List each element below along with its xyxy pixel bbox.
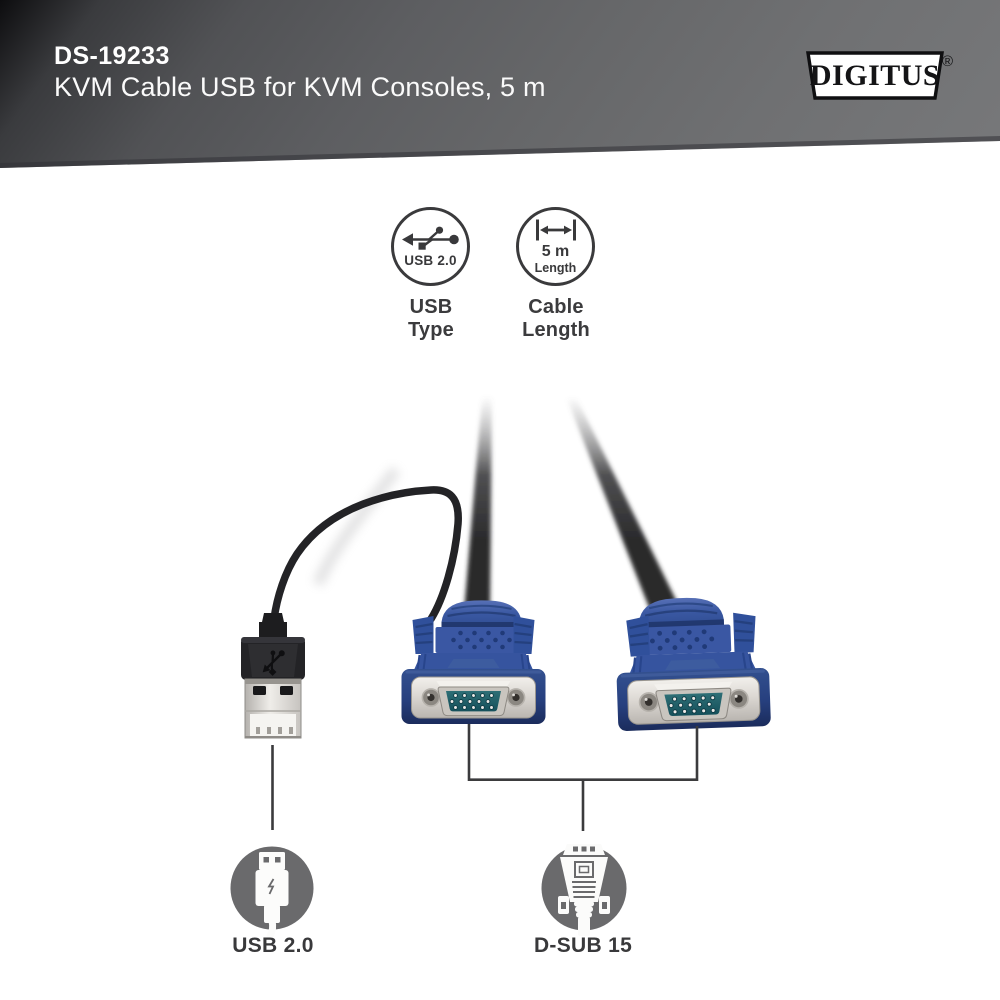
product-code: DS-19233 xyxy=(54,42,170,70)
usb-callout-label: USB 2.0 xyxy=(232,934,314,957)
strain-relief xyxy=(259,613,287,639)
usb-badge-caption: USB 2.0 xyxy=(404,252,457,268)
length-arrows-icon xyxy=(535,219,576,240)
screw-hole-left xyxy=(421,688,441,707)
embossed-usb-trident xyxy=(262,650,285,676)
callout-bracket-vga xyxy=(467,724,699,781)
hood-dimples xyxy=(451,630,512,650)
hood xyxy=(632,597,732,656)
logo-frame xyxy=(806,51,944,100)
registered-mark: ® xyxy=(942,53,953,70)
product-title: KVM Cable USB for KVM Consoles, 5 m xyxy=(54,72,546,102)
usb-plug-icon xyxy=(255,852,289,940)
logo-text: DIGITUS xyxy=(810,59,940,92)
length-badge-caption: Length xyxy=(534,260,577,275)
dsub15-rear-icon xyxy=(558,844,610,936)
usb-type-badge: USB 2.0 xyxy=(391,207,470,286)
usb-type-label: USB Type xyxy=(408,296,454,341)
vga-connector-right xyxy=(616,597,771,731)
cable-length-badge: 5 m Length xyxy=(516,207,595,286)
vga-connector-left xyxy=(401,600,546,724)
cable-shadow xyxy=(312,466,401,587)
vga-cable-left xyxy=(464,397,492,612)
dsub-callout-label: D-SUB 15 xyxy=(533,934,633,957)
usb-connector xyxy=(241,613,305,739)
hood xyxy=(435,600,528,653)
screw-hole-right xyxy=(506,688,526,707)
usb-trident-icon xyxy=(401,226,459,250)
vga-cable-right xyxy=(567,399,678,610)
cable-length-label: Cable Length xyxy=(522,296,590,341)
length-badge-value: 5 m xyxy=(541,242,570,260)
dsub-pins xyxy=(449,693,494,710)
dsub-insert xyxy=(446,691,501,712)
digitus-logo: DIGITUS ® xyxy=(806,51,953,100)
usb-lead-cable xyxy=(270,486,462,623)
